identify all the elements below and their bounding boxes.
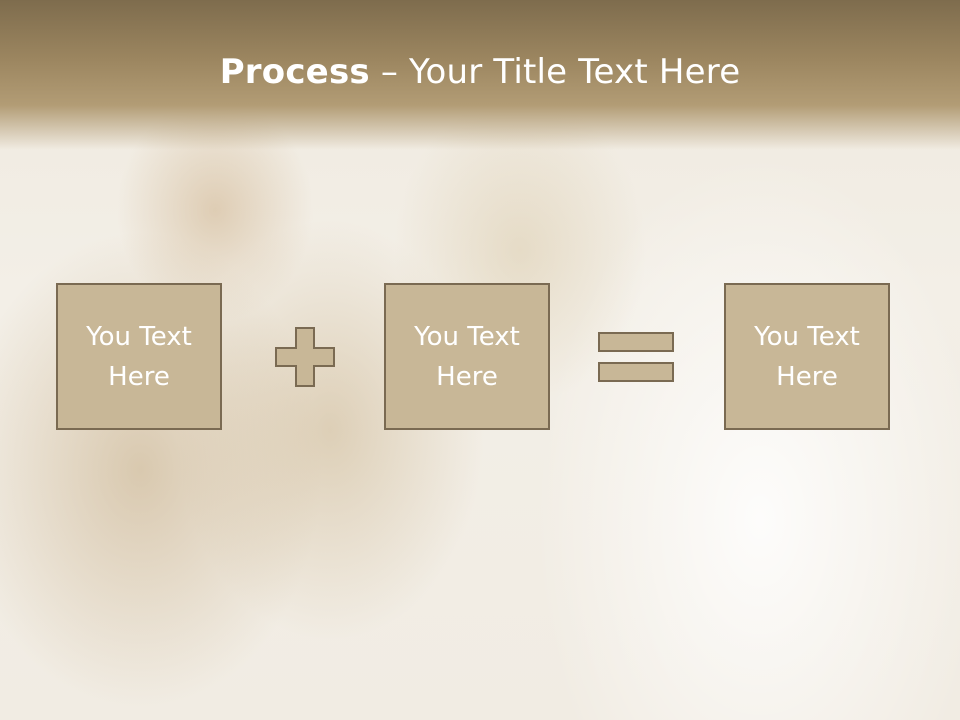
equals-icon [598,332,674,382]
box-3-line-2: Here [776,361,838,392]
text-box-1[interactable]: You Text Here [56,283,222,430]
box-3-line-1: You Text [754,321,860,352]
title-rest: – Your Title Text Here [369,52,741,92]
plus-icon [275,327,335,387]
text-box-2[interactable]: You Text Here [384,283,550,430]
box-2-line-2: Here [436,361,498,392]
title-bar [0,0,960,150]
box-1-line-2: Here [108,361,170,392]
box-2-line-1: You Text [414,321,520,352]
title-strong: Process [219,52,370,92]
slide-title: Process – Your Title Text Here [0,52,960,92]
text-box-3[interactable]: You Text Here [724,283,890,430]
box-1-line-1: You Text [86,321,192,352]
